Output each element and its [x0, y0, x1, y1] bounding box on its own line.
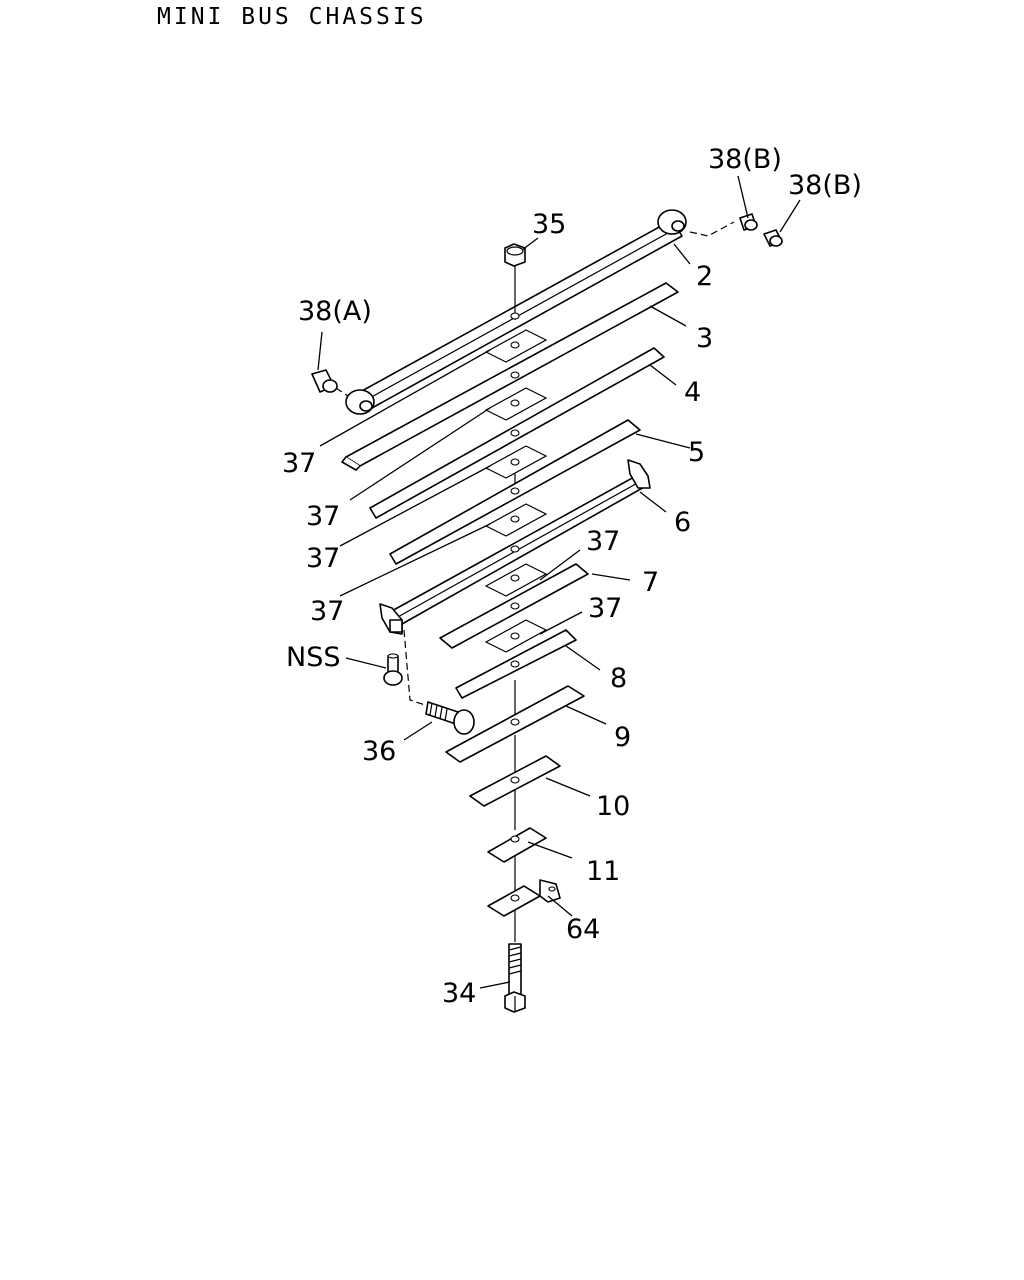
- callout-37-4: 37: [310, 596, 344, 627]
- diagram-title: MINI BUS CHASSIS: [157, 4, 427, 30]
- callout-6: 6: [674, 507, 691, 538]
- callout-nss: NSS: [286, 642, 340, 673]
- bushing-38b-1: [739, 213, 758, 231]
- bushing-38a: [311, 369, 338, 393]
- callout-5: 5: [688, 437, 705, 468]
- callout-7: 7: [642, 567, 659, 598]
- callout-4: 4: [684, 377, 701, 408]
- leader-lines: [317, 175, 801, 989]
- callout-38a: 38(A): [298, 296, 372, 327]
- callout-37-1: 37: [282, 448, 316, 479]
- callout-9: 9: [614, 722, 631, 753]
- callout-36: 36: [362, 736, 396, 767]
- bolt-34: [504, 943, 526, 1013]
- callout-37-3: 37: [306, 543, 340, 574]
- callout-37-2: 37: [306, 501, 340, 532]
- callout-8: 8: [610, 663, 627, 694]
- bushing-38b-2: [763, 229, 783, 247]
- callout-38b-1: 38(B): [708, 144, 782, 175]
- callout-3: 3: [696, 323, 713, 354]
- callout-37-6: 37: [588, 593, 622, 624]
- center-holes: [510, 312, 520, 902]
- callout-34: 34: [442, 978, 476, 1009]
- bracket-64: [487, 879, 561, 917]
- callout-38b-2: 38(B): [788, 170, 862, 201]
- main-leaf-2: [345, 209, 687, 415]
- nut-35: [504, 243, 526, 267]
- callout-10: 10: [596, 791, 630, 822]
- callout-64: 64: [566, 914, 600, 945]
- screw-nss: [383, 653, 403, 686]
- callout-37-5: 37: [586, 526, 620, 557]
- bolt-36: [425, 701, 475, 735]
- callout-2: 2: [696, 261, 713, 292]
- callout-35: 35: [532, 209, 566, 240]
- callout-11: 11: [586, 856, 620, 887]
